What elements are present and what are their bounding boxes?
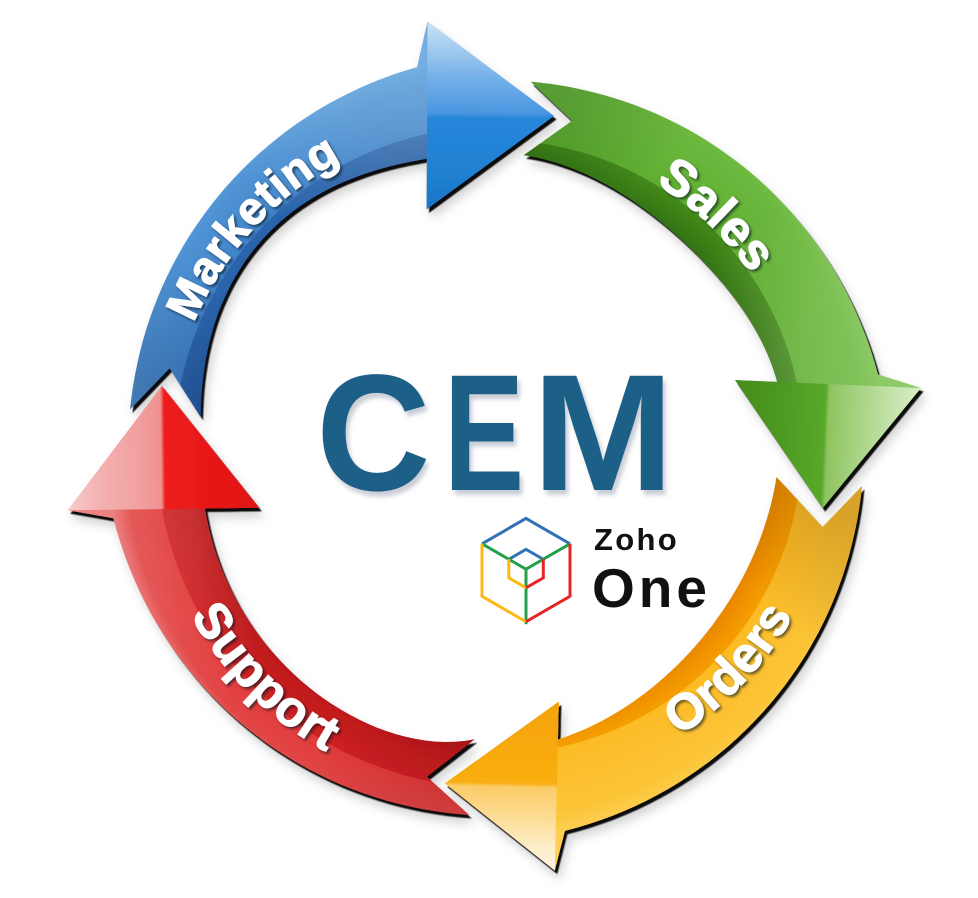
svg-text:M: M [532,341,674,526]
svg-text:One: One [592,557,711,619]
svg-text:E: E [444,341,524,526]
svg-text:Zoho: Zoho [594,522,679,557]
svg-text:C: C [316,341,430,526]
